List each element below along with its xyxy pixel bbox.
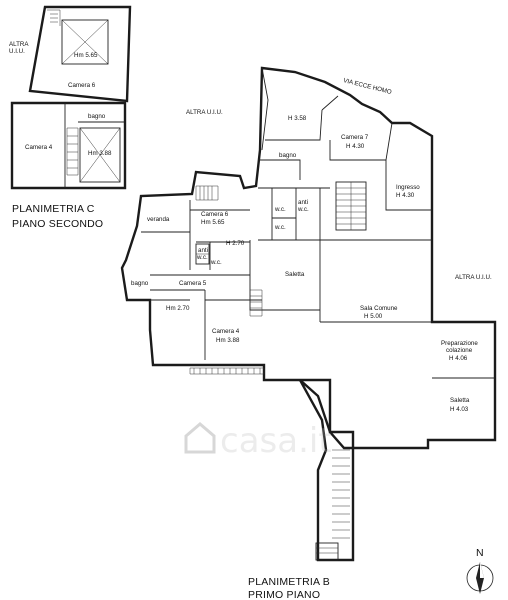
title-plan-c-2: PIANO SECONDO <box>12 218 103 230</box>
stair-ingresso <box>335 181 367 231</box>
label-altra-uiu-c-1: ALTRA <box>9 41 29 48</box>
label-altra-uiu-right: ALTRA U.I.U. <box>455 274 492 281</box>
label-bagno-b2: bagno <box>131 280 149 287</box>
watermark-text: casa.it <box>220 421 332 461</box>
label-wc1: w.c. <box>274 206 286 213</box>
label-altra-uiu-mid: ALTRA U.I.U. <box>186 109 223 116</box>
label-bagno-b: bagno <box>279 152 297 159</box>
label-bagno-c: bagno <box>88 113 106 120</box>
label-wc2: w.c. <box>274 224 286 231</box>
label-veranda: veranda <box>147 216 170 223</box>
label-saletta2: Saletta <box>450 397 470 404</box>
label-wc-small: w.c. <box>210 259 222 266</box>
skylight-upper <box>61 19 109 65</box>
label-h403: H 4.03 <box>450 406 469 413</box>
walkway-steps <box>315 449 350 561</box>
label-h270-top: H 2.70 <box>226 240 245 247</box>
label-saletta1: Saletta <box>285 271 305 278</box>
watermark: casa.it <box>184 421 332 461</box>
label-h358: H 3.58 <box>288 115 307 122</box>
balcony-rail <box>189 367 265 375</box>
plan-b: ALTRA U.I.U. VIA ECCE HOMO H 3.58 Camera… <box>120 66 497 600</box>
label-camera7: Camera 7 <box>341 134 369 141</box>
label-sala-comune: Sala Comune <box>360 305 398 312</box>
label-camera4-b: Camera 4 <box>212 328 240 335</box>
label-h406: H 4.06 <box>449 355 468 362</box>
plan-c-upper-block <box>28 5 132 103</box>
plan-c: ALTRA U.I.U. Hm 5.65 Camera 6 bagno Came… <box>9 5 132 230</box>
label-anti-wc-small-1: anti <box>198 247 208 254</box>
label-altra-uiu-c-2: U.I.U. <box>9 48 25 55</box>
stair-camera4 <box>249 289 263 317</box>
label-anti-wc-1: anti <box>298 199 308 206</box>
label-hm565-c: Hm 5.65 <box>74 52 98 59</box>
title-plan-c-1: PLANIMETRIA C <box>12 203 95 215</box>
label-h430-ingresso: H 4.30 <box>396 192 415 199</box>
label-colazione: colazione <box>446 347 473 354</box>
label-camera6-b: Camera 6 <box>201 211 229 218</box>
label-camera6-c: Camera 6 <box>68 82 96 89</box>
skylight-lower <box>79 127 121 183</box>
label-anti-wc-2: w.c. <box>297 206 309 213</box>
title-plan-b-1: PLANIMETRIA B <box>248 576 330 588</box>
house-icon <box>184 422 216 454</box>
label-hm388-b: Hm 3.88 <box>216 337 240 344</box>
title-plan-b-2: PRIMO PIANO <box>248 589 320 600</box>
label-anti-wc-small-2: w.c. <box>196 254 208 261</box>
plan-c-lower-block <box>10 101 127 190</box>
walkway <box>298 379 355 562</box>
label-h430-cam7: H 4.30 <box>346 143 365 150</box>
label-ingresso: Ingresso <box>396 184 420 191</box>
compass: N <box>466 547 494 594</box>
label-hm388-c: Hm 3.88 <box>88 150 112 157</box>
plan-b-outline <box>120 66 497 450</box>
label-h500: H 5.00 <box>364 313 383 320</box>
label-via-ecce-homo: VIA ECCE HOMO <box>343 77 393 96</box>
label-hm270: Hm 2.70 <box>166 305 190 312</box>
label-preparazione: Preparazione <box>441 340 478 347</box>
label-camera5: Camera 5 <box>179 280 207 287</box>
compass-n: N <box>476 547 484 559</box>
label-camera4-c: Camera 4 <box>25 144 53 151</box>
stair-camera6 <box>195 185 219 201</box>
label-hm565-b: Hm 5.65 <box>201 219 225 226</box>
